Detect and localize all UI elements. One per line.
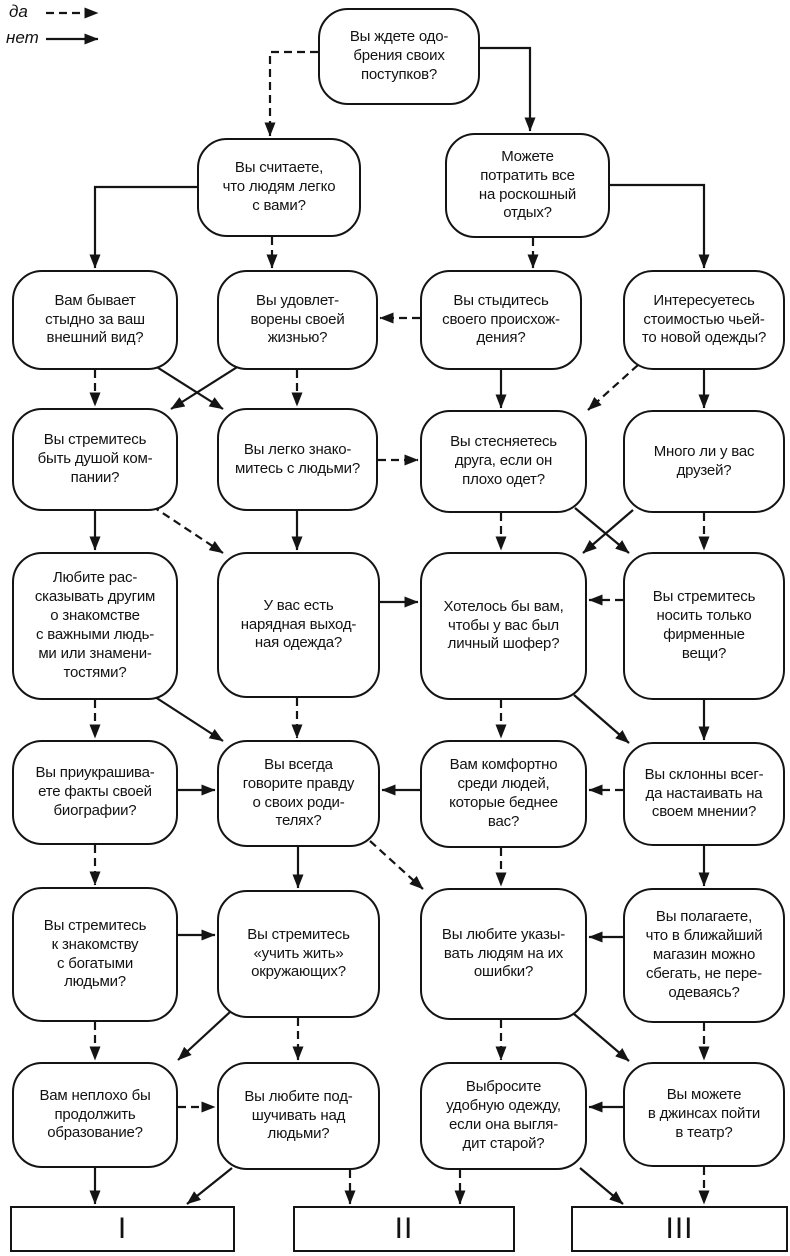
question-node-q12: Любите рас- сказывать другим о знакомств… — [12, 552, 178, 700]
node-label: Выбросите удобную одежду, если она выгля… — [446, 1078, 561, 1152]
node-label: I — [117, 1212, 128, 1245]
node-label: Вы стремитесь «учить жить» окружающих? — [247, 925, 350, 981]
edge-q11-q14 — [582, 509, 634, 554]
question-node-q10: Вы стесняетесь друга, если он плохо одет… — [420, 410, 587, 513]
question-node-q23: Вы полагаете, что в ближайший магазин мо… — [623, 888, 785, 1023]
node-label: Любите рас- сказывать другим о знакомств… — [34, 569, 156, 681]
node-label: Много ли у вас друзей? — [653, 442, 755, 479]
question-node-q1: Вы ждете одо- брения своих поступков? — [318, 8, 480, 105]
question-node-q7: Интересуетесь стоимостью чьей- то новой … — [623, 270, 785, 370]
node-label: Вы любите под- шучивать над людьми? — [244, 1087, 353, 1143]
question-node-q4: Вам бывает стыдно за ваш внешний вид? — [12, 270, 178, 370]
node-label: Вы всегда говорите правду о своих роди- … — [242, 755, 355, 830]
node-label: Вы полагаете, что в ближайший магазин мо… — [645, 908, 763, 1001]
question-node-q25: Вы любите под- шучивать над людьми? — [217, 1062, 380, 1170]
node-label: Интересуетесь стоимостью чьей- то новой … — [641, 291, 767, 347]
node-label: Вам неплохо бы продолжить образование? — [39, 1086, 151, 1142]
question-node-q17: Вы всегда говорите правду о своих роди- … — [217, 740, 380, 847]
result-box-r2: II — [293, 1206, 515, 1252]
question-node-q24: Вам неплохо бы продолжить образование? — [12, 1062, 178, 1168]
edge-q7-q10 — [587, 364, 639, 411]
question-node-q3: Можете потратить все на роскошный отдых? — [445, 133, 610, 238]
node-label: Вы стремитесь быть душой ком- пании? — [37, 431, 153, 486]
result-box-r1: I — [10, 1206, 235, 1252]
edge-q2-q4 — [89, 185, 197, 269]
node-label: Вам комфортно среди людей, которые бедне… — [449, 756, 558, 830]
question-node-q19: Вы склонны всег- да настаивать на своем … — [623, 742, 785, 846]
edge-q26-r3 — [579, 1167, 624, 1205]
edge-q1-q3 — [480, 46, 536, 132]
node-label: Вы любите указы- вать людям на их ошибки… — [441, 925, 566, 981]
node-label: Вы ждете одо- брения своих поступков? — [349, 28, 449, 83]
node-label: Вы легко знако- митесь с людьми? — [235, 440, 360, 477]
node-label: III — [665, 1212, 694, 1245]
edge-q3-q7 — [610, 183, 710, 269]
edge-q17-q22 — [369, 840, 424, 890]
edge-q14-q19 — [573, 694, 630, 744]
question-node-q2: Вы считаете, что людям легко с вами? — [197, 138, 361, 237]
question-node-q15: Вы стремитесь носить только фирменные ве… — [623, 552, 785, 700]
node-label: Хотелось бы вам, чтобы у вас был личный … — [443, 597, 564, 653]
edge-q22-q27 — [573, 1013, 630, 1062]
edge-q10-q15 — [574, 507, 630, 554]
edge-q4-q9 — [151, 363, 224, 410]
question-node-q11: Много ли у вас друзей? — [623, 410, 785, 513]
question-node-q8: Вы стремитесь быть душой ком- пании? — [12, 408, 178, 511]
edge-q1-q2 — [264, 50, 318, 137]
node-label: Вы стесняетесь друга, если он плохо одет… — [450, 433, 557, 488]
node-label: Вы стремитесь к знакомству с богатыми лю… — [43, 916, 147, 991]
question-node-q13: У вас есть нарядная выход- ная одежда? — [217, 552, 380, 698]
node-label: Вы стремитесь носить только фирменные ве… — [652, 588, 756, 662]
legend-yes-label: да — [9, 2, 28, 21]
node-label: Вы приукрашива- ете факты своей биографи… — [35, 764, 155, 819]
node-label: Вы удовлет- ворены своей жизнью? — [250, 291, 345, 347]
node-label: Вы стыдитесь своего происхож- дения? — [442, 291, 560, 347]
legend-no-label: нет — [6, 28, 39, 47]
node-label: У вас есть нарядная выход- ная одежда? — [240, 596, 357, 652]
question-node-q20: Вы стремитесь к знакомству с богатыми лю… — [12, 887, 178, 1022]
edge-q8-q13 — [151, 505, 224, 554]
node-label: II — [394, 1212, 414, 1245]
question-node-q21: Вы стремитесь «учить жить» окружающих? — [217, 890, 380, 1018]
question-node-q6: Вы стыдитесь своего происхож- дения? — [420, 270, 582, 370]
node-label: Вам бывает стыдно за ваш внешний вид? — [45, 291, 145, 347]
question-node-q5: Вы удовлет- ворены своей жизнью? — [217, 270, 378, 370]
question-node-q18: Вам комфортно среди людей, которые бедне… — [420, 740, 587, 848]
node-label: Вы склонны всег- да настаивать на своем … — [644, 765, 764, 821]
question-node-q27: Вы можете в джинсах пойти в театр? — [623, 1062, 785, 1167]
node-label: Вы можете в джинсах пойти в театр? — [647, 1086, 761, 1141]
question-node-q26: Выбросите удобную одежду, если она выгля… — [420, 1062, 587, 1170]
question-node-q16: Вы приукрашива- ете факты своей биографи… — [12, 740, 178, 845]
question-node-q9: Вы легко знако- митесь с людьми? — [217, 408, 378, 511]
edge-q12-q17 — [151, 694, 224, 742]
node-label: Можете потратить все на роскошный отдых? — [478, 147, 577, 222]
edge-q25-r1 — [186, 1167, 233, 1205]
question-node-q14: Хотелось бы вам, чтобы у вас был личный … — [420, 552, 587, 700]
edge-q21-q24 — [177, 1011, 231, 1061]
node-label: Вы считаете, что людям легко с вами? — [222, 159, 336, 214]
question-node-q22: Вы любите указы- вать людям на их ошибки… — [420, 888, 587, 1020]
result-box-r3: III — [571, 1206, 788, 1252]
edge-q5-q8 — [170, 363, 243, 410]
